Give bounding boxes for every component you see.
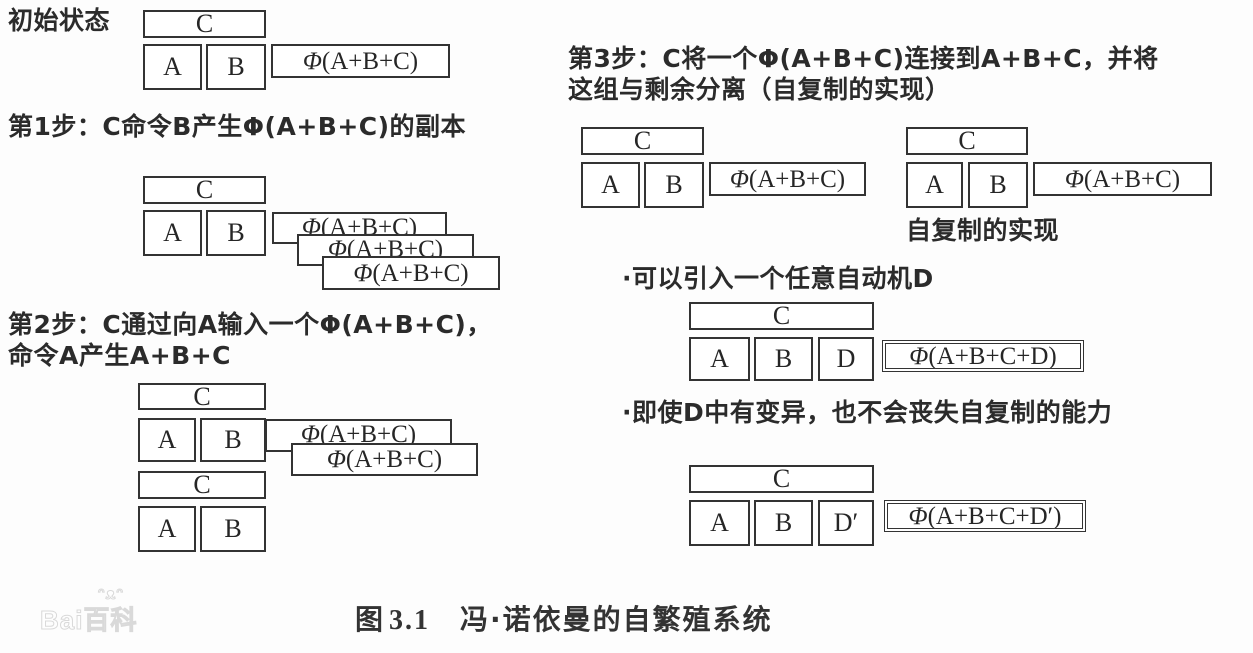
automaton-d-d-box: D bbox=[818, 337, 874, 381]
step3-right-c-box: C bbox=[906, 127, 1028, 155]
watermark-text: Bai百科 bbox=[39, 605, 138, 636]
self-replication-caption: 自复制的实现 bbox=[906, 216, 1060, 245]
phi-args: (A+B+C) bbox=[319, 421, 417, 448]
phi-symbol: Φ bbox=[301, 214, 321, 241]
mutation-bullet: ·即使D中有变异，也不会丧失自复制的能力 bbox=[622, 398, 1113, 427]
mutation-c-box: C bbox=[689, 465, 874, 493]
step3-label-line1: 第3步：C将一个Φ(A+B+C)连接到A+B+C，并将 bbox=[568, 44, 1159, 73]
caption-prefix: 图 bbox=[355, 603, 386, 636]
automaton-d-phi-box: Φ(A+B+C+D) bbox=[882, 340, 1084, 372]
phi-symbol: Φ bbox=[909, 342, 929, 370]
step1-c-box: C bbox=[143, 176, 266, 204]
step2-label-line1: 第2步：C通过向A输入一个Φ(A+B+C)， bbox=[8, 310, 492, 339]
step2-lower-a-box: A bbox=[138, 506, 196, 552]
step2-phi-copy-2: Φ(A+B+C) bbox=[291, 443, 478, 476]
mutation-b-box: B bbox=[754, 500, 813, 546]
initial-c-box: C bbox=[143, 10, 266, 38]
phi-args: (A+B+C) bbox=[345, 446, 443, 473]
phi-symbol: Φ bbox=[327, 236, 347, 263]
step2-label-line2: 命令A产生A+B+C bbox=[8, 341, 231, 370]
initial-a-box: A bbox=[143, 44, 202, 90]
step3-left-b-box: B bbox=[644, 162, 704, 208]
automaton-d-bullet: ·可以引入一个任意自动机D bbox=[622, 264, 934, 293]
step2-upper-b-box: B bbox=[200, 418, 266, 462]
phi-symbol: Φ bbox=[353, 259, 373, 287]
mutation-d-prime-box: D′ bbox=[818, 500, 874, 546]
initial-b-box: B bbox=[206, 44, 266, 90]
phi-symbol: Φ bbox=[300, 421, 320, 448]
step1-b-box: B bbox=[206, 210, 266, 256]
initial-state-label: 初始状态 bbox=[8, 6, 111, 35]
phi-symbol: Φ bbox=[729, 165, 749, 193]
automaton-d-b-box: B bbox=[754, 337, 813, 381]
step2-upper-c-box: C bbox=[138, 383, 266, 410]
step1-label: 第1步：C命令B产生Φ(A+B+C)的副本 bbox=[8, 112, 467, 141]
caption-text: 冯·诺依曼的自繁殖系统 bbox=[460, 603, 773, 636]
step2-lower-c-box: C bbox=[138, 471, 266, 499]
phi-symbol: Φ bbox=[908, 502, 928, 530]
phi-args: (A+B+C) bbox=[321, 47, 419, 75]
step2-upper-a-box: A bbox=[138, 418, 196, 462]
baidu-watermark: ᵔᴥᵔ Bai百科 bbox=[39, 586, 138, 637]
step2-lower-b-box: B bbox=[200, 506, 266, 552]
phi-args: (A+B+C) bbox=[372, 259, 469, 287]
phi-args: (A+B+C+D′) bbox=[927, 502, 1062, 530]
phi-symbol: Φ bbox=[326, 446, 346, 473]
step3-left-phi-box: Φ(A+B+C) bbox=[709, 162, 866, 196]
phi-args: (A+B+C) bbox=[1083, 165, 1181, 193]
step3-left-c-box: C bbox=[581, 127, 704, 155]
phi-symbol: Φ bbox=[1064, 165, 1084, 193]
step3-right-a-box: A bbox=[906, 162, 963, 208]
step3-right-b-box: B bbox=[968, 162, 1028, 208]
phi-symbol: Φ bbox=[302, 47, 322, 75]
mutation-a-box: A bbox=[689, 500, 750, 546]
automaton-d-c-box: C bbox=[689, 302, 874, 330]
step3-left-a-box: A bbox=[581, 162, 640, 208]
initial-phi-box: Φ(A+B+C) bbox=[271, 44, 450, 78]
paw-icon: ᵔᴥᵔ bbox=[98, 586, 124, 604]
step3-label-line2: 这组与剩余分离（自复制的实现） bbox=[568, 75, 951, 104]
step1-a-box: A bbox=[143, 210, 202, 256]
phi-args: (A+B+C) bbox=[748, 165, 846, 193]
phi-args: (A+B+C+D) bbox=[928, 342, 1057, 370]
step3-right-phi-box: Φ(A+B+C) bbox=[1033, 162, 1212, 196]
caption-number: 3.1 bbox=[389, 605, 431, 636]
step1-phi-copy-3: Φ(A+B+C) bbox=[322, 256, 500, 290]
mutation-phi-box: Φ(A+B+C+D′) bbox=[884, 500, 1086, 532]
automaton-d-a-box: A bbox=[689, 337, 750, 381]
